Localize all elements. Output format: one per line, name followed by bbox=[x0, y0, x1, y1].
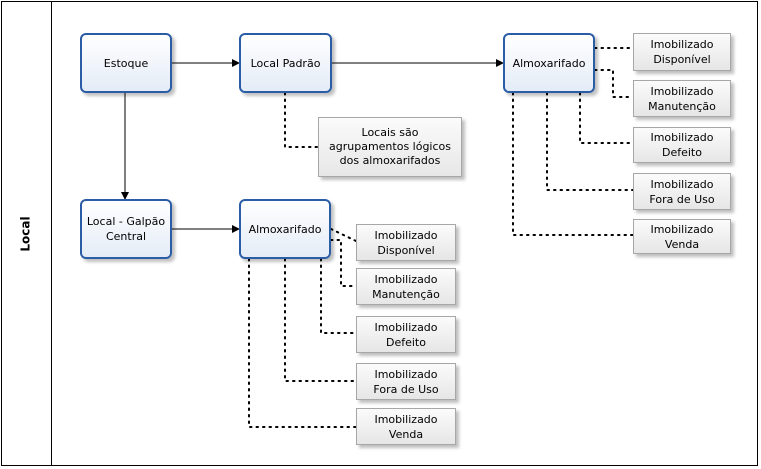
status-bottom-venda-label: Imobilizado Venda bbox=[374, 412, 438, 441]
status-bottom-manutencao-label: Imobilizado Manutenção bbox=[372, 272, 440, 301]
node-almoxarifado-top: Almoxarifado bbox=[503, 33, 595, 93]
status-bottom-disponivel-label: Imobilizado Disponível bbox=[374, 228, 438, 257]
edge-bottom-venda bbox=[248, 258, 357, 428]
node-estoque-label: Estoque bbox=[103, 56, 149, 70]
status-top-venda: Imobilizado Venda bbox=[633, 219, 731, 254]
swimlane-divider bbox=[51, 1, 52, 466]
edge-bottom-defeito bbox=[320, 258, 357, 334]
status-top-disponivel: Imobilizado Disponível bbox=[633, 33, 731, 71]
note-locais: Locais são agrupamentos lógicos dos almo… bbox=[318, 117, 462, 177]
node-local-galpao-label: Local - Galpão Central bbox=[86, 215, 166, 243]
status-bottom-venda: Imobilizado Venda bbox=[356, 408, 456, 445]
edge-top-fora-de-uso bbox=[546, 92, 634, 191]
status-top-defeito: Imobilizado Defeito bbox=[633, 127, 731, 163]
edge-bottom-disponivel bbox=[330, 228, 357, 242]
node-local-padrao: Local Padrão bbox=[239, 33, 332, 93]
edge-bottom-fora-de-uso bbox=[284, 258, 357, 382]
status-bottom-fora-de-uso-label: Imobilizado Fora de Uso bbox=[373, 367, 439, 396]
status-top-disponivel-label: Imobilizado Disponível bbox=[650, 38, 714, 66]
status-top-fora-de-uso-label: Imobilizado Fora de Uso bbox=[649, 177, 715, 206]
status-bottom-disponivel: Imobilizado Disponível bbox=[356, 224, 456, 261]
status-top-fora-de-uso: Imobilizado Fora de Uso bbox=[633, 173, 731, 210]
status-top-manutencao: Imobilizado Manutenção bbox=[633, 80, 731, 117]
edge-top-venda bbox=[512, 92, 634, 236]
edge-note-link bbox=[284, 92, 319, 148]
status-top-manutencao-label: Imobilizado Manutenção bbox=[648, 84, 716, 113]
node-almoxarifado-bottom-label: Almoxarifado bbox=[248, 222, 322, 236]
status-bottom-defeito: Imobilizado Defeito bbox=[356, 316, 456, 353]
node-estoque: Estoque bbox=[80, 33, 172, 93]
node-local-padrao-label: Local Padrão bbox=[250, 56, 321, 70]
status-top-venda-label: Imobilizado Venda bbox=[650, 222, 714, 251]
edge-bottom-manutencao bbox=[330, 239, 357, 287]
edge-top-manutencao bbox=[594, 69, 634, 98]
node-local-galpao: Local - Galpão Central bbox=[80, 199, 172, 259]
node-almoxarifado-bottom: Almoxarifado bbox=[239, 199, 331, 259]
status-bottom-fora-de-uso: Imobilizado Fora de Uso bbox=[356, 363, 456, 400]
edge-top-defeito bbox=[579, 92, 634, 144]
status-top-defeito-label: Imobilizado Defeito bbox=[650, 131, 714, 159]
status-bottom-manutencao: Imobilizado Manutenção bbox=[356, 268, 456, 305]
status-bottom-defeito-label: Imobilizado Defeito bbox=[374, 320, 438, 349]
note-locais-text: Locais são agrupamentos lógicos dos almo… bbox=[329, 126, 451, 167]
node-almoxarifado-top-label: Almoxarifado bbox=[512, 56, 586, 70]
